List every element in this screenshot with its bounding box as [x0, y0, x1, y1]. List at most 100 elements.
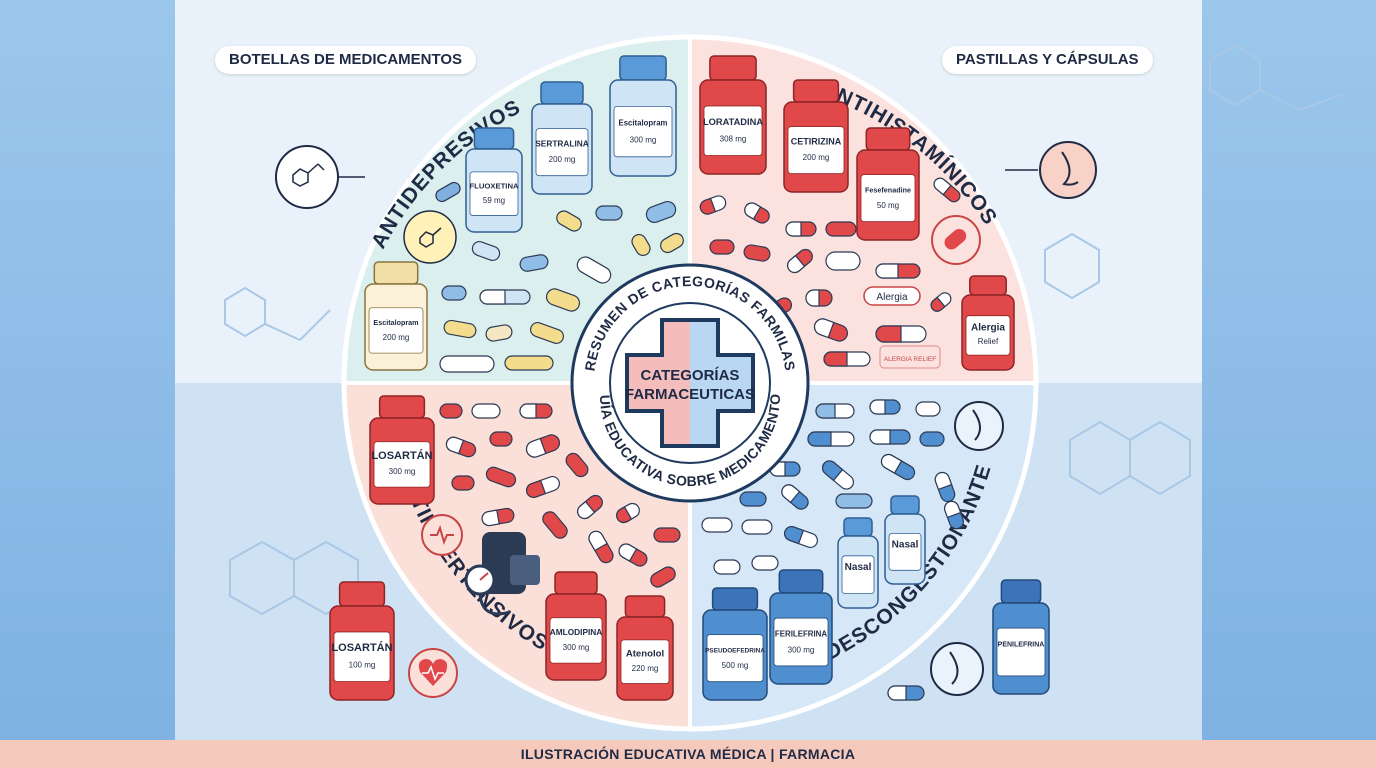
pill: [887, 685, 925, 701]
pill: [645, 201, 677, 223]
pill: [441, 285, 467, 301]
bottle-dose: 220 mg: [632, 664, 659, 673]
pill: [577, 494, 603, 520]
pill: [556, 210, 582, 232]
nose-icon: [1005, 141, 1097, 199]
medicine-bottle: Nasal: [884, 495, 926, 585]
pill: [526, 475, 560, 499]
pill: [815, 403, 855, 419]
nose-icon-2: [954, 401, 1004, 451]
pill: [451, 475, 475, 491]
pill: [821, 460, 855, 490]
pill: [701, 517, 733, 533]
pill: [485, 466, 517, 488]
pill: [919, 431, 945, 447]
pill: [813, 318, 849, 342]
pill: [751, 555, 779, 571]
medicine-bottle: PSEUDOEFEDRINA 500 mg: [702, 587, 768, 701]
center-title-line1: CATEGORÍAS: [641, 367, 740, 384]
footer-caption: ILUSTRACIÓN EDUCATIVA MÉDICA | FARMACIA: [0, 740, 1376, 768]
pill: [915, 401, 941, 417]
heart-icon: [408, 648, 458, 698]
pill: [616, 502, 640, 524]
bottle-dose: 300 mg: [788, 645, 815, 654]
pill: [504, 355, 554, 371]
bottle-dose: 50 mg: [877, 201, 899, 210]
pill: [933, 177, 961, 203]
bottle-name: CETIRIZINA: [791, 137, 842, 147]
bottle-name: Fesefenadine: [865, 186, 911, 195]
bottle-dose: 200 mg: [383, 333, 410, 342]
pill: [525, 434, 561, 458]
pill: [709, 239, 735, 255]
pill: [439, 403, 463, 419]
pills-layer: [435, 177, 964, 701]
bottle-name: PENILEFRINA: [998, 641, 1045, 648]
serotonin-icon: [403, 210, 457, 264]
bottle-dose: 200 mg: [803, 153, 830, 162]
pill: [835, 493, 873, 509]
medicine-bottle: Atenolol 220 mg: [616, 595, 674, 701]
bottle-dose: Relief: [978, 337, 999, 346]
bottle-name: Nasal: [845, 562, 872, 573]
pill: [787, 248, 813, 274]
right-background-strip: [1202, 0, 1376, 740]
pill: [519, 403, 553, 419]
bottle-dose: 59 mg: [483, 196, 505, 205]
pill: [805, 289, 833, 307]
pill: [479, 289, 531, 305]
center-title-line2: FARMACEUTICAS: [625, 386, 755, 403]
bottle-dose: 300 mg: [389, 467, 416, 476]
bottle-dose: 300 mg: [563, 643, 590, 652]
blood-pressure-monitor-icon: [464, 532, 540, 616]
pill: [741, 519, 773, 535]
pill: [713, 559, 741, 575]
pill: [825, 221, 857, 237]
pill: [825, 251, 861, 271]
label-botellas: BOTELLAS DE MEDICAMENTOS: [215, 46, 477, 74]
nose-icon-3: [930, 642, 984, 696]
bottle-name: AMLODIPINA: [550, 627, 603, 637]
bottle-name: Nasal: [892, 539, 919, 550]
pill: [576, 256, 612, 284]
pill: [595, 205, 623, 221]
bottle-name: Escitalopram: [619, 119, 668, 128]
bottle-name: PSEUDOEFEDRINA: [705, 648, 765, 655]
pill: [439, 355, 495, 373]
allergy-pill-label: Alergia: [876, 292, 908, 303]
allergy-blister-label: ALERGIA RELIEF: [884, 356, 936, 363]
pill: [769, 461, 801, 477]
bottle-dose: 100 mg: [349, 660, 376, 669]
pill: [530, 321, 564, 345]
pill: [650, 566, 676, 588]
pill: [739, 491, 767, 507]
capsule-icon: [931, 215, 981, 265]
bottle-name: SERTRALINA: [535, 139, 588, 149]
pill: [660, 232, 684, 254]
pill: [471, 241, 501, 261]
bottle-name: FLUOXETINA: [469, 182, 519, 191]
bottle-name: Atenolol: [626, 649, 664, 660]
medicine-bottle: AMLODIPINA 300 mg: [545, 571, 607, 681]
pill: [471, 403, 501, 419]
pill: [485, 324, 513, 342]
bottle-dose: 500 mg: [722, 661, 749, 670]
pill: [435, 181, 461, 203]
pill: [519, 254, 549, 272]
pill: [744, 202, 770, 224]
bottle-name: FERILEFRINA: [775, 629, 827, 638]
pill: [588, 530, 614, 564]
pill: [489, 431, 513, 447]
pill: [481, 507, 515, 527]
pill: [653, 527, 681, 543]
medicine-bottle: CETIRIZINA 200 mg: [783, 79, 849, 193]
pill: [545, 288, 581, 312]
pill: [785, 221, 817, 237]
pill: [784, 525, 818, 549]
